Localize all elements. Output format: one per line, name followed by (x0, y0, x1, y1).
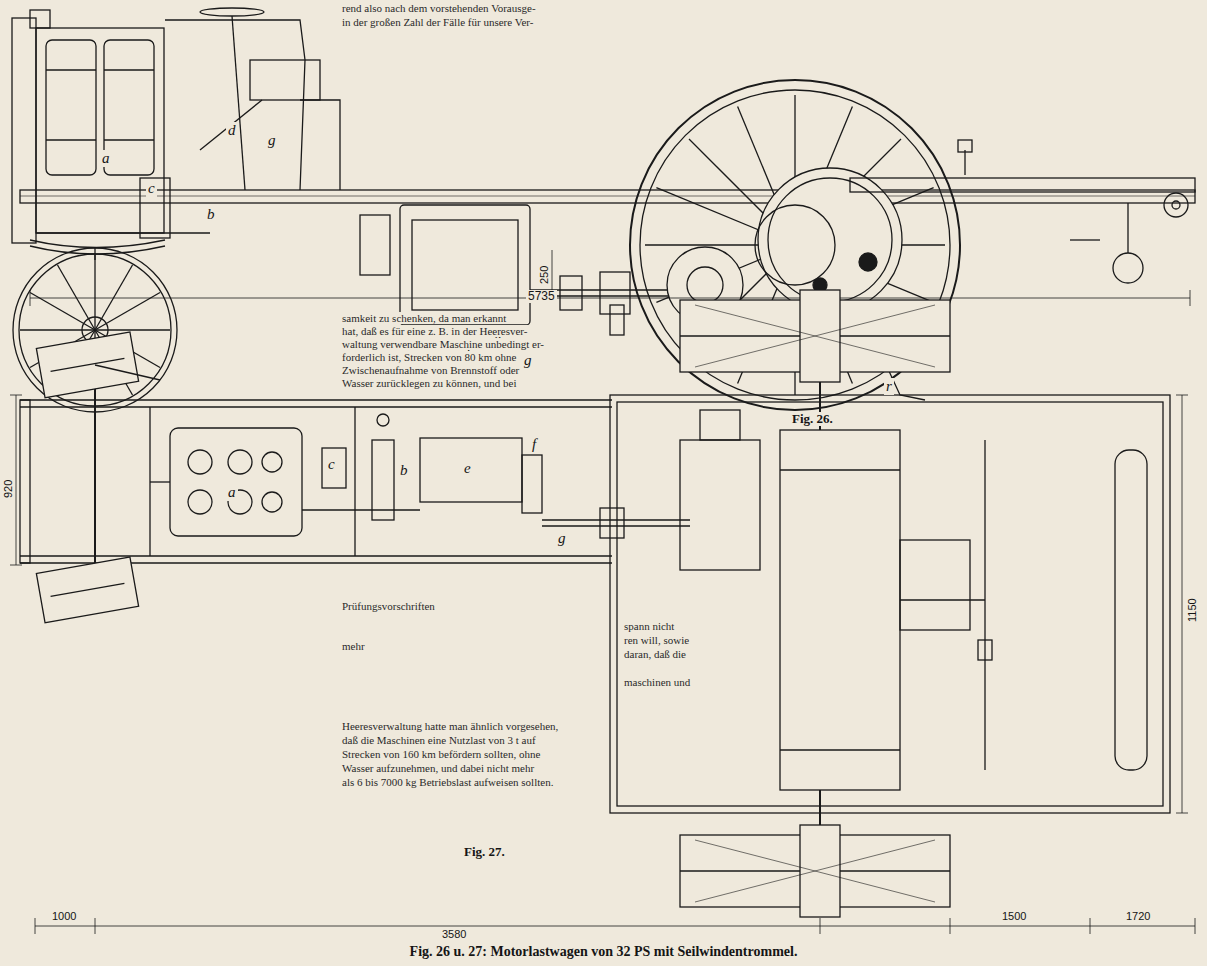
dimension: 5735 (526, 290, 557, 303)
body-text: ren will, sowie (622, 634, 691, 646)
body-text: Zwischenaufnahme von Brennstoff oder (340, 364, 521, 376)
part-letter: d (226, 122, 238, 139)
dimension: 920 (2, 478, 14, 500)
part-letter: g (522, 352, 534, 369)
figure-number: Fig. 27. (462, 845, 507, 859)
body-text: Wasser aufzunehmen, und dabei nicht mehr (340, 762, 536, 774)
part-letter: a (226, 484, 238, 501)
body-text: Wasser zurücklegen zu können, und bei (340, 377, 518, 389)
dimension: 1150 (1186, 596, 1198, 624)
body-text: spann nicht (622, 620, 676, 632)
part-letter: g (556, 530, 568, 547)
body-text: forderlich ist, Strecken von 80 km ohne (340, 351, 518, 363)
part-letter: e (462, 460, 473, 477)
body-text: hat, daß es für eine z. B. in der Heeres… (340, 325, 529, 337)
part-letter: r (884, 378, 894, 395)
body-text: in der großen Zahl der Fälle für unsere … (340, 16, 535, 28)
part-letter: b (205, 206, 217, 223)
figure-caption: Fig. 26 u. 27: Motorlastwagen von 32 PS … (407, 944, 801, 960)
body-text: waltung verwendbare Maschine unbedingt e… (340, 338, 546, 350)
dimension: 1720 (1124, 910, 1152, 922)
part-letter: g (266, 132, 278, 149)
body-text: maschinen und (622, 676, 692, 688)
body-text: Prüfungsvorschriften (340, 600, 437, 612)
body-text: als 6 bis 7000 kg Betriebslast aufweisen… (340, 776, 555, 788)
body-text: daran, daß die (622, 648, 688, 660)
part-letter: b (398, 462, 410, 479)
dimension: 1000 (50, 910, 78, 922)
body-text: Heeresverwaltung hatte man ähnlich vorge… (340, 720, 560, 732)
body-text: mehr (340, 640, 367, 652)
body-text: daß die Maschinen eine Nutzlast von 3 t … (340, 734, 538, 746)
part-letter: a (100, 150, 112, 167)
part-letter: c (146, 180, 157, 197)
body-text: Strecken von 160 km befördern sollten, o… (340, 748, 542, 760)
dimension: 250 (538, 264, 550, 286)
body-text: rend also nach dem vorstehenden Vorausge… (340, 2, 538, 14)
dimension: 3580 (440, 928, 468, 940)
body-text: samkeit zu schenken, da man erkannt (340, 312, 508, 324)
dimension: 1500 (1000, 910, 1028, 922)
figure-number: Fig. 26. (790, 412, 835, 426)
part-letter: f (530, 436, 538, 453)
part-letter: c (326, 456, 337, 473)
